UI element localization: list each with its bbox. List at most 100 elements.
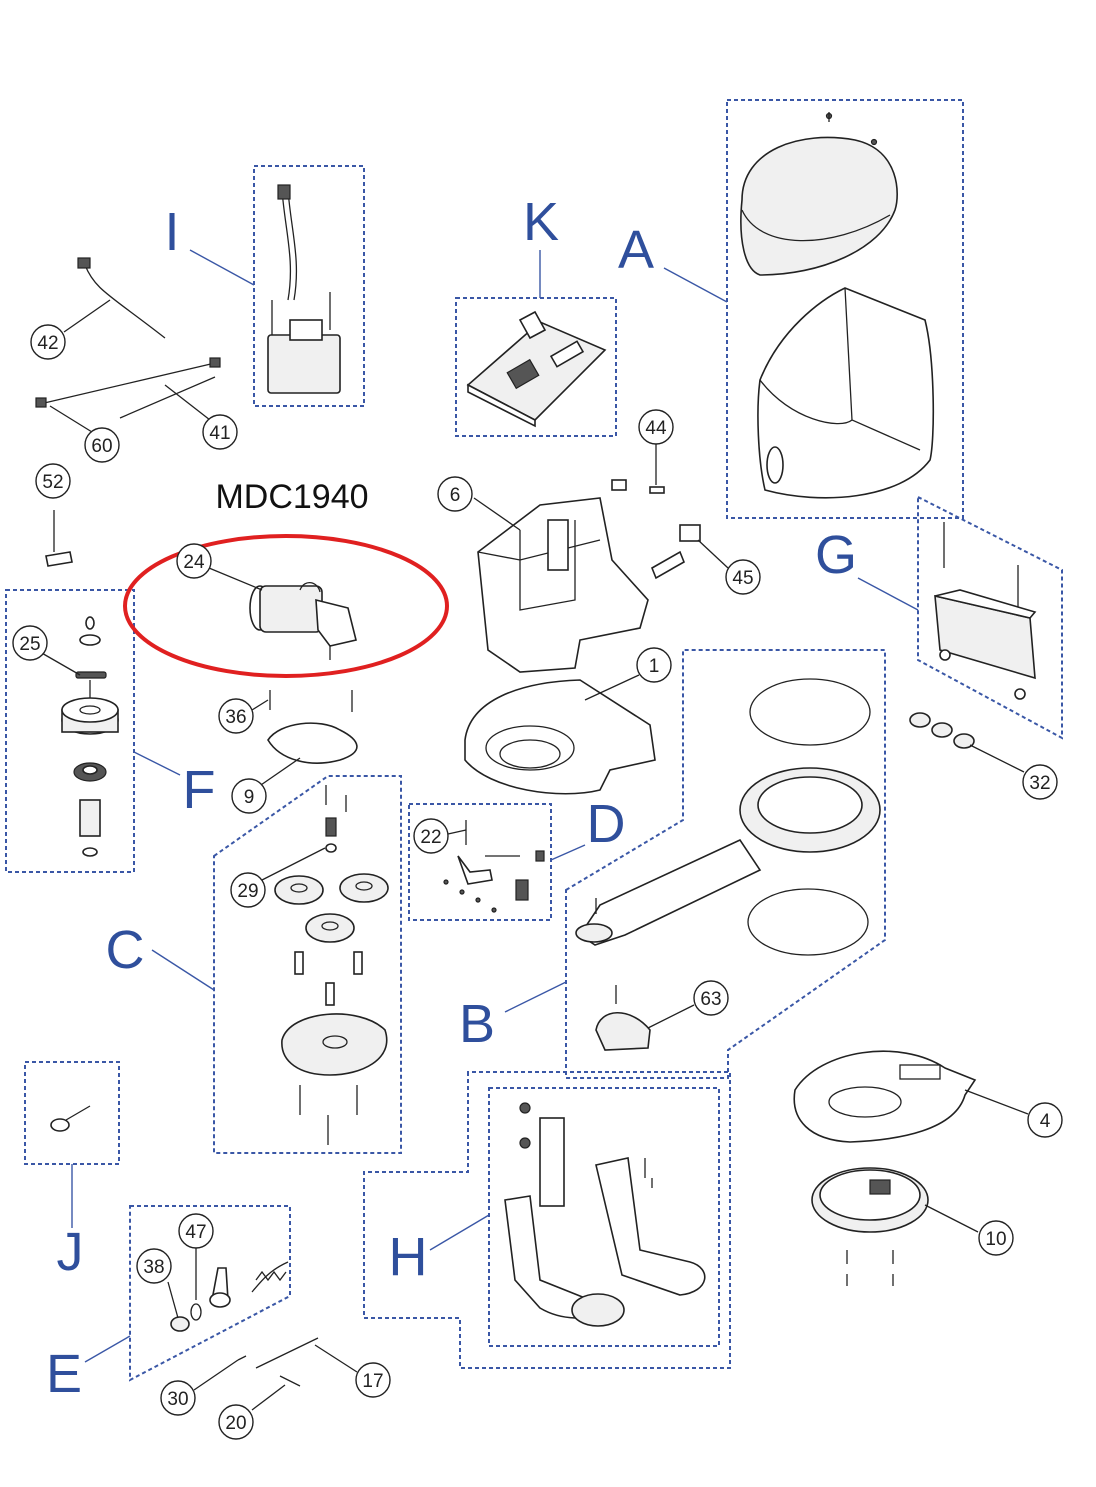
svg-text:1: 1 [649,656,660,677]
svg-text:42: 42 [37,333,58,354]
cable-42 [77,257,166,339]
callout-10: 10 [978,1220,1014,1256]
cam-63 [595,985,651,1051]
callout-20: 20 [218,1404,254,1440]
svg-text:22: 22 [420,827,441,848]
callout-17: 17 [355,1362,391,1398]
group-box-b [565,649,886,1079]
housing-base [757,287,935,499]
callout-32: 32 [1022,764,1058,800]
group-box-k [455,297,617,437]
seal-rings [747,678,871,956]
transformer [267,184,341,394]
mounting-plate [267,690,358,764]
group-box-h [363,1071,731,1369]
callout-22: 22 [413,818,449,854]
washers [909,712,975,749]
model-label: MDC1940 [215,478,368,516]
motor [249,582,357,660]
svg-text:38: 38 [143,1257,164,1278]
group-label-d: D [587,794,626,854]
circuit-board [466,310,607,428]
callout-38: 38 [136,1248,172,1284]
svg-text:30: 30 [167,1389,188,1410]
group-label-k: K [523,192,559,252]
sensor-disc [811,1167,929,1286]
release-arms [504,1102,706,1327]
callout-60: 60 [84,427,120,463]
group-label-i: I [164,202,179,262]
housing-cover [740,112,898,276]
terminal-block [611,479,701,580]
group-label-h: H [389,1227,428,1287]
bubble-leaders [39,299,1029,1411]
svg-text:32: 32 [1029,773,1050,794]
callout-44: 44 [638,409,674,445]
release-key [50,1105,91,1132]
callout-63: 63 [693,980,729,1016]
group-label-j: J [57,1222,84,1282]
callout-36: 36 [218,698,254,734]
callout-4: 4 [1027,1102,1063,1138]
planetary-gears [274,785,389,1145]
svg-text:47: 47 [185,1222,206,1243]
callout-30: 30 [160,1380,196,1416]
cable-41-60 [35,357,221,419]
svg-text:63: 63 [700,989,721,1010]
callout-6: 6 [437,476,473,512]
encoder-plate [793,1050,977,1143]
group-label-g: G [815,525,857,585]
group-boxes [5,99,1063,1382]
callout-9: 9 [231,778,267,814]
svg-text:6: 6 [450,485,461,506]
svg-text:17: 17 [362,1371,383,1392]
group-box-g [917,495,1063,740]
pins [237,1337,319,1387]
group-letters: I K A G F D C B H J E [46,192,857,1404]
svg-text:36: 36 [225,707,246,728]
callout-45: 45 [725,559,761,595]
svg-text:60: 60 [91,436,112,457]
mounting-bracket [934,522,1037,700]
svg-text:41: 41 [209,423,230,444]
callout-24: 24 [176,543,212,579]
group-box-j [24,1061,120,1165]
group-box-h-inner [488,1087,720,1347]
callout-29: 29 [230,872,266,908]
group-leaders [71,249,919,1363]
callout-47: 47 [178,1213,214,1249]
svg-text:29: 29 [237,881,258,902]
callout-42: 42 [30,324,66,360]
svg-text:20: 20 [225,1413,246,1434]
svg-text:52: 52 [42,472,63,493]
link-kit [443,820,545,913]
callout-25: 25 [12,625,48,661]
svg-text:4: 4 [1040,1111,1051,1132]
group-label-a: A [618,220,654,280]
group-box-a [726,99,964,519]
svg-text:24: 24 [183,552,205,573]
callout-41: 41 [202,414,238,450]
svg-text:44: 44 [645,418,667,439]
base-plate [464,679,656,795]
lever-kit [170,1261,289,1332]
group-box-e [129,1205,291,1382]
highlight-ring [123,534,449,678]
svg-text:9: 9 [244,787,255,808]
group-box-d [408,803,552,921]
housing-frame [477,497,649,673]
callout-1: 1 [636,647,672,683]
group-label-b: B [459,994,495,1054]
gear-stack [61,616,119,857]
part-drawings [35,112,1037,1387]
svg-text:45: 45 [732,568,753,589]
group-box-c [213,775,402,1154]
clip-52 [45,510,73,567]
callout-52: 52 [35,463,71,499]
part-callouts: 42 41 60 52 6 44 45 24 25 36 9 1 29 22 3… [12,324,1063,1440]
drive-arm [575,767,881,946]
svg-text:10: 10 [985,1229,1006,1250]
group-label-f: F [183,760,216,820]
group-box-f [5,589,135,873]
